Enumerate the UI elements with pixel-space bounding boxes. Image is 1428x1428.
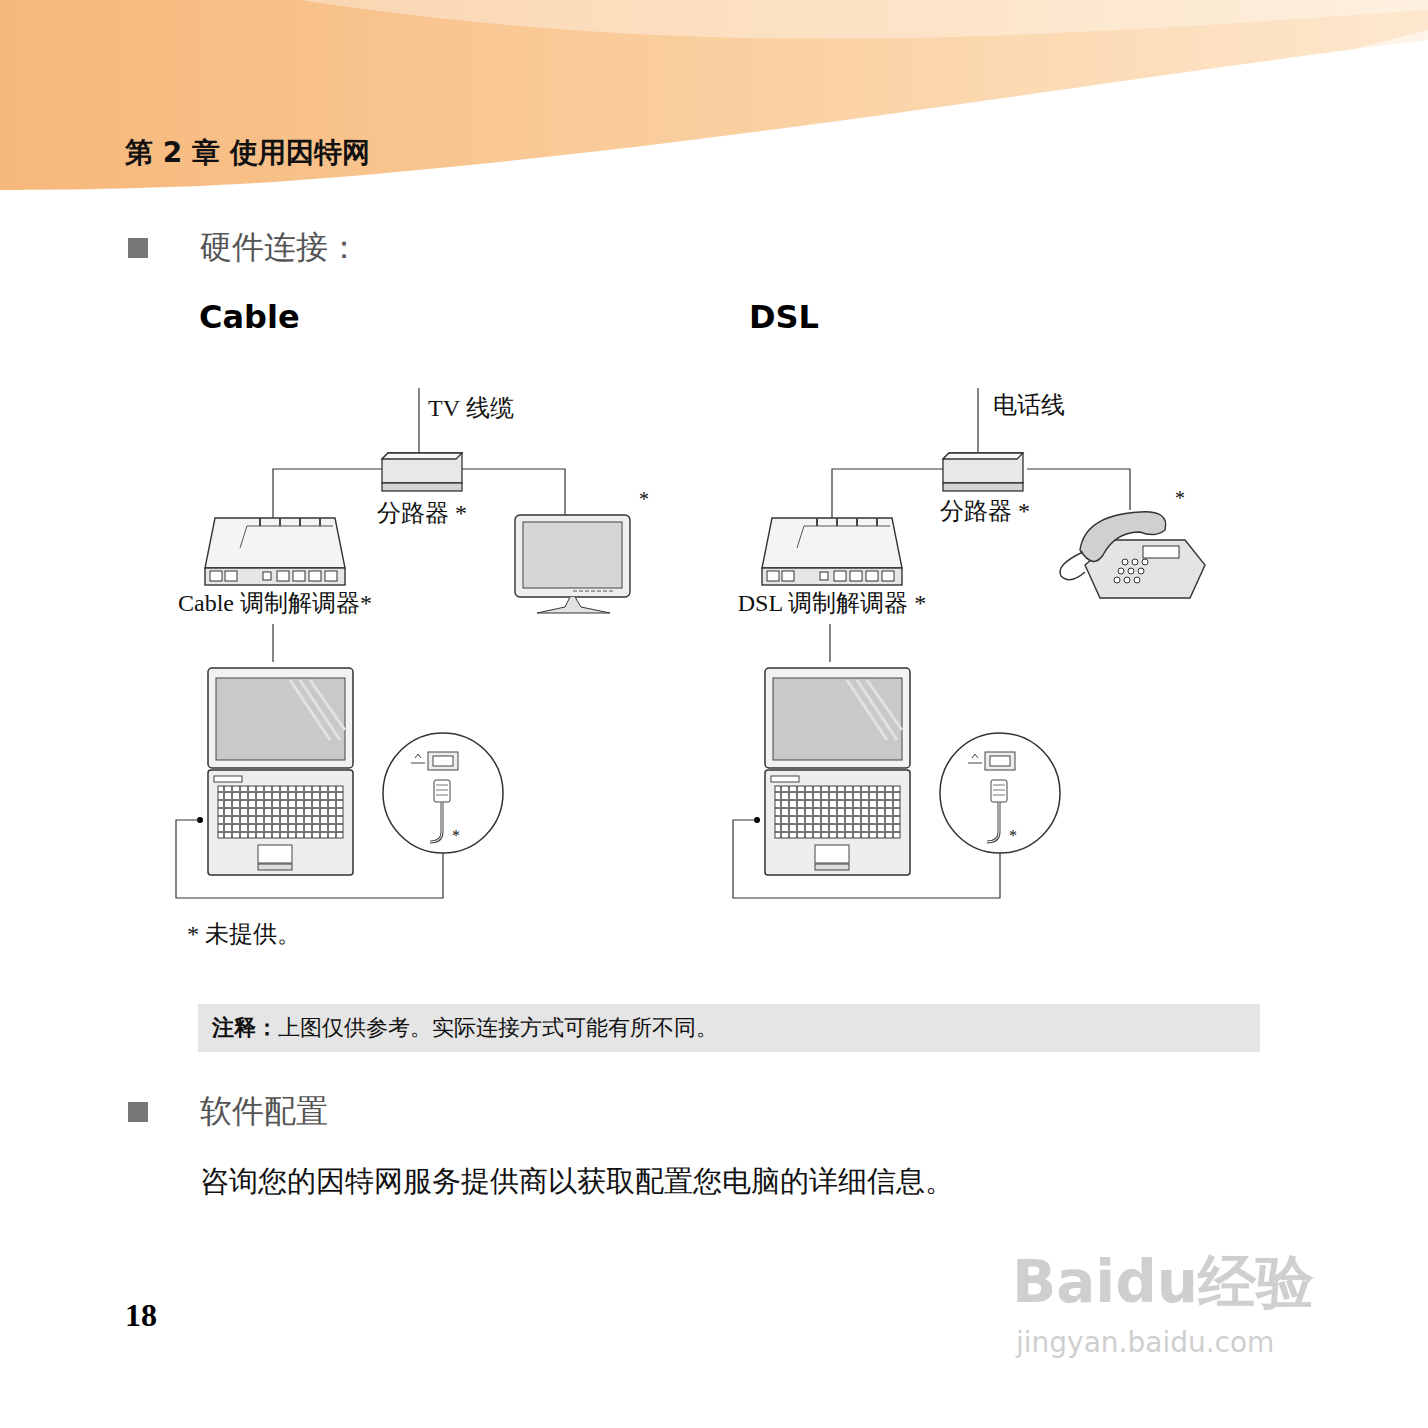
page-number: 18 (125, 1296, 157, 1334)
diagram-title: Cable (199, 298, 300, 336)
splitter-box: 分路器 * (382, 453, 462, 491)
footnote-mark: * (452, 826, 460, 845)
connector-line (462, 469, 565, 515)
splitter-box-drawing (382, 453, 462, 491)
section-heading: 硬件连接： (200, 228, 360, 266)
splitter-box-drawing (943, 453, 1027, 491)
modem-box-drawing (205, 518, 345, 585)
device-label: Cable 调制解调器* (178, 589, 372, 618)
device-label: * (1175, 486, 1185, 510)
header-band: 第 2 章 使用因特网 (0, 0, 1428, 190)
splitter-box: 分路器 * (943, 453, 1027, 491)
modem-box-drawing (762, 518, 902, 585)
device-label: 分路器 * (377, 499, 467, 528)
watermark: Baidu经验 (1012, 1248, 1314, 1318)
cable-label: TV 线缆 (428, 394, 514, 423)
device-label: 分路器 * (940, 497, 1030, 526)
connector-line (273, 469, 382, 518)
device-label: * (639, 487, 649, 511)
footnote-mark: * (1009, 826, 1017, 845)
connector-line (832, 469, 943, 518)
tv-monitor: * (515, 515, 630, 615)
section-heading: 软件配置 (200, 1092, 328, 1130)
note-heading: 注释： (212, 1015, 278, 1040)
telephone-drawing (1055, 510, 1205, 602)
note-text: 上图仅供参考。实际连接方式可能有所不同。 (278, 1015, 718, 1040)
modem-box: DSL 调制解调器 * (762, 518, 902, 585)
device-label: DSL 调制解调器 * (738, 589, 926, 618)
header-band (0, 0, 1428, 200)
tv-monitor-drawing (515, 515, 630, 615)
telephone: * (1055, 510, 1205, 602)
connector-line (1027, 469, 1130, 510)
footnote: * 未提供。 (187, 920, 301, 949)
note-band: 注释：上图仅供参考。实际连接方式可能有所不同。 (198, 1004, 1260, 1052)
modem-box: Cable 调制解调器* (205, 518, 345, 585)
diagram-title: DSL (749, 298, 819, 336)
cable-label: 电话线 (993, 391, 1065, 420)
watermark: jingyan.baidu.com (1016, 1326, 1274, 1360)
body-text: 咨询您的因特网服务提供商以获取配置您电脑的详细信息。 (200, 1164, 954, 1199)
chapter-heading: 第 2 章 使用因特网 (125, 136, 370, 170)
